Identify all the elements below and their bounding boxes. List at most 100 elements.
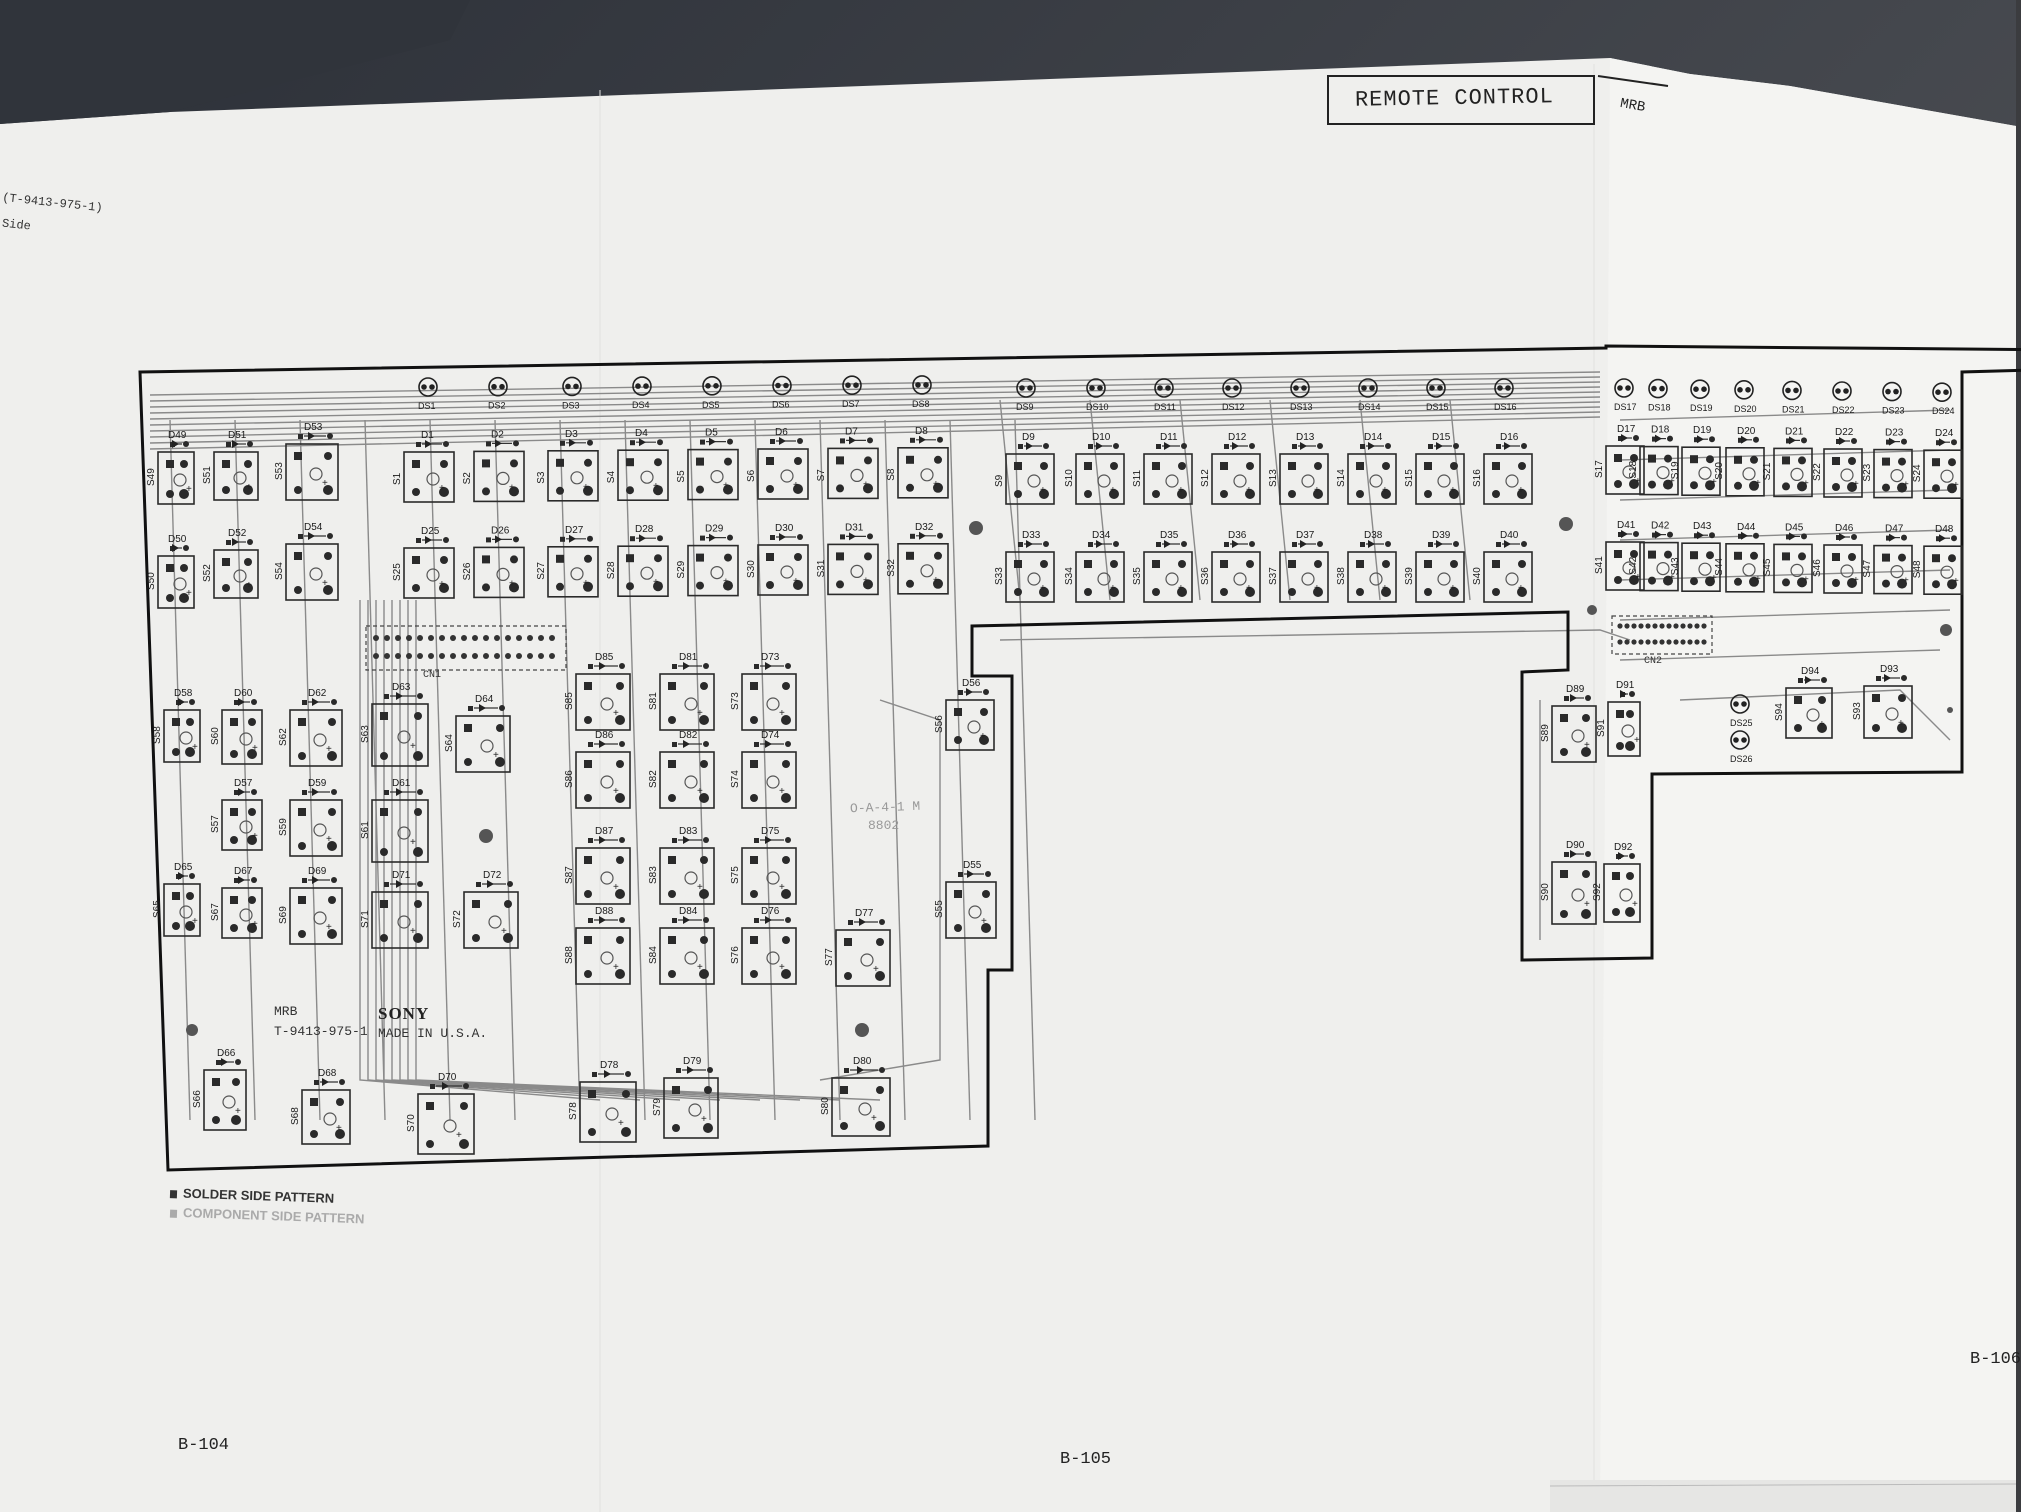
square-pad	[380, 900, 388, 908]
trace	[149, 411, 1601, 444]
plus-mark: +	[583, 578, 589, 589]
switch-outline	[301, 1089, 351, 1145]
connector-pin	[538, 653, 544, 659]
trace	[819, 699, 941, 1081]
trace	[399, 600, 801, 1101]
diode-symbol	[1232, 540, 1239, 548]
round-pad	[1932, 580, 1940, 589]
square-pad	[1734, 551, 1742, 560]
round-pad	[654, 554, 662, 563]
switch-footprint: +	[945, 688, 995, 751]
round-pad	[844, 972, 852, 980]
diode-label: D29	[705, 524, 724, 535]
contact-ring	[313, 823, 327, 837]
connector-pin	[1666, 639, 1672, 645]
square-pad	[412, 460, 420, 468]
diode-symbol	[765, 662, 772, 670]
plus-mark: +	[1803, 478, 1809, 489]
diode-symbol	[495, 535, 502, 544]
plus-mark: +	[1040, 485, 1046, 496]
switch-footprint: +	[831, 1066, 891, 1137]
led-footprint	[1494, 378, 1514, 398]
diode-pad	[416, 538, 421, 543]
round-pad	[1847, 482, 1857, 492]
contact-ring	[1940, 469, 1954, 483]
round-pad	[186, 892, 194, 900]
diode-pad	[1496, 444, 1501, 449]
diode-symbol	[1805, 676, 1812, 684]
diode-pad	[1043, 541, 1049, 547]
round-pad	[933, 482, 943, 493]
switch-footprint: +	[1605, 530, 1645, 591]
plus-mark: +	[1903, 480, 1909, 491]
round-pad	[222, 486, 230, 494]
diode-symbol	[1232, 442, 1239, 450]
diode-pad	[1018, 542, 1023, 547]
plus-mark: +	[980, 731, 986, 742]
square-pad	[584, 760, 592, 768]
round-pad	[510, 459, 518, 468]
trace	[1619, 609, 1951, 621]
title-box	[1327, 75, 1669, 125]
switch-outline	[371, 891, 429, 949]
trace	[819, 419, 841, 1121]
round-pad	[1798, 456, 1806, 465]
switch-outline	[575, 673, 631, 731]
diode-pad	[1385, 443, 1391, 449]
contact-ring	[766, 871, 780, 885]
contact-ring	[1571, 888, 1585, 902]
connector-pin	[1638, 639, 1644, 645]
round-pad	[1734, 481, 1742, 490]
plus-mark: +	[235, 1106, 241, 1117]
diode-symbol	[967, 870, 974, 878]
led-outline	[632, 376, 652, 396]
square-pad	[464, 724, 472, 732]
diode-pad	[727, 438, 733, 445]
round-pad	[653, 485, 663, 496]
connector-pin	[527, 635, 533, 641]
trace	[1619, 649, 1941, 661]
round-pad	[328, 808, 336, 816]
round-pad	[380, 848, 388, 856]
diode-label: D4	[635, 428, 648, 439]
round-pad	[1220, 588, 1228, 596]
round-pad	[781, 793, 791, 803]
round-pad	[1492, 588, 1500, 596]
contact-ring	[780, 469, 794, 483]
led-footprint	[1614, 378, 1634, 398]
connector-pin	[1673, 639, 1679, 645]
switch-label: S60	[210, 727, 221, 745]
round-pad	[413, 847, 423, 857]
switch-footprint: +	[741, 740, 797, 809]
square-pad	[1872, 694, 1880, 702]
diode-pad	[588, 742, 593, 747]
switch-footprint: +	[1279, 442, 1329, 505]
switch-footprint: +	[1923, 534, 1963, 596]
square-pad	[298, 718, 306, 726]
round-pad	[584, 716, 592, 724]
diode-pad	[327, 433, 333, 439]
contact-ring	[968, 905, 982, 919]
led-footprint	[1734, 379, 1754, 400]
round-pad	[1848, 457, 1856, 465]
plus-mark: +	[326, 922, 332, 933]
square-pad	[750, 856, 758, 864]
contact-ring	[1890, 469, 1904, 483]
square-pad	[672, 1086, 680, 1094]
connector-pin	[373, 653, 379, 659]
square-pad	[1614, 454, 1622, 462]
diode-pad	[1043, 443, 1049, 449]
square-pad	[1492, 462, 1500, 470]
diode-pad	[189, 873, 195, 879]
plus-mark: +	[1178, 485, 1184, 496]
switch-label: S51	[202, 466, 213, 484]
round-pad	[1581, 747, 1591, 757]
diode-pad	[1836, 439, 1841, 444]
round-pad	[1084, 490, 1092, 498]
page-number-left: B-104	[178, 1436, 230, 1455]
contact-ring	[1622, 465, 1636, 479]
diode-pad	[703, 663, 709, 669]
diode-pad	[183, 545, 189, 551]
round-pad	[1381, 489, 1391, 499]
switch-footprint: +	[1873, 533, 1913, 595]
